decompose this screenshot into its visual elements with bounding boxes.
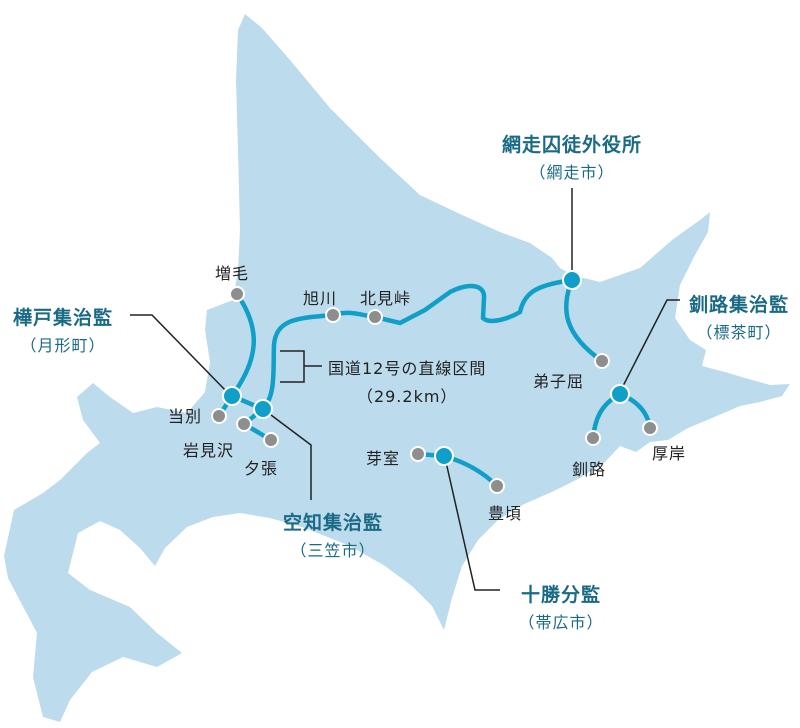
leader-kabato xyxy=(130,314,229,394)
dot-iwamizawa xyxy=(236,416,252,432)
town-mashike: 増毛 xyxy=(215,264,250,283)
prison-city: （標茶町） xyxy=(696,323,782,342)
town-memuro: 芽室 xyxy=(366,449,401,468)
town-akkeshi: 厚岸 xyxy=(652,444,687,463)
prison-name: 網走囚徒外役所 xyxy=(501,134,642,156)
dot-akkeshi xyxy=(642,420,658,436)
leader-lines xyxy=(130,188,680,591)
route-road12 xyxy=(260,277,575,412)
town-iwamizawa: 岩見沢 xyxy=(183,441,235,460)
dot-kitamitoge xyxy=(367,309,383,325)
town-yubari: 夕張 xyxy=(244,459,279,478)
dot-teshikaga xyxy=(594,353,610,369)
prison-name: 樺戸集治監 xyxy=(12,307,113,329)
dot-tokachi-prison xyxy=(434,446,454,466)
prison-name: 十勝分監 xyxy=(520,584,601,606)
leader-sorachi xyxy=(266,411,312,500)
prison-city: （網走市） xyxy=(529,163,615,182)
prison-dots xyxy=(222,270,630,466)
town-teshikaga: 弟子屈 xyxy=(533,372,585,391)
town-kushiro: 釧路 xyxy=(572,460,607,479)
prison-name: 空知集治監 xyxy=(282,512,383,534)
route-mashike-kabato xyxy=(229,291,257,399)
dot-asahikawa xyxy=(325,307,341,323)
prison-city: （月形町） xyxy=(20,336,106,355)
dot-kushiro xyxy=(585,430,601,446)
dot-memuro xyxy=(410,446,426,462)
leader-kushiro xyxy=(621,299,680,389)
dot-abashiri-prison xyxy=(562,270,582,290)
dot-kushiro-prison xyxy=(610,384,630,404)
road12-note-length: （29.2km） xyxy=(356,387,458,406)
town-kitamitoge: 北見峠 xyxy=(360,289,412,308)
label-abashiri-prison: 網走囚徒外役所 （網走市） xyxy=(480,130,664,183)
label-tokachi-prison: 十勝分監 （帯広市） xyxy=(505,580,617,633)
dot-yubari xyxy=(263,432,279,448)
town-asahikawa: 旭川 xyxy=(303,289,338,308)
label-sorachi-prison: 空知集治監 （三笠市） xyxy=(268,508,398,561)
label-kabato-prison: 樺戸集治監 （月形町） xyxy=(2,303,124,356)
road12-note: 国道12号の直線区間 （29.2km） xyxy=(328,355,486,407)
dot-kabato-prison xyxy=(222,386,242,406)
town-dots xyxy=(211,286,658,494)
town-tobetsu: 当別 xyxy=(168,407,203,426)
town-toyokoro: 豊頃 xyxy=(488,504,523,523)
prison-city: （帯広市） xyxy=(518,613,604,632)
dot-tobetsu xyxy=(211,408,227,424)
dot-sorachi-prison xyxy=(253,399,273,419)
prison-city: （三笠市） xyxy=(290,541,376,560)
dot-mashike xyxy=(229,286,245,302)
road12-note-title: 国道12号の直線区間 xyxy=(328,359,487,378)
label-kushiro-prison: 釧路集治監 （標茶町） xyxy=(678,290,800,343)
prison-name: 釧路集治監 xyxy=(688,294,789,316)
dot-toyokoro xyxy=(489,478,505,494)
leader-tokachi xyxy=(445,461,500,591)
hokkaido-land xyxy=(4,14,790,722)
